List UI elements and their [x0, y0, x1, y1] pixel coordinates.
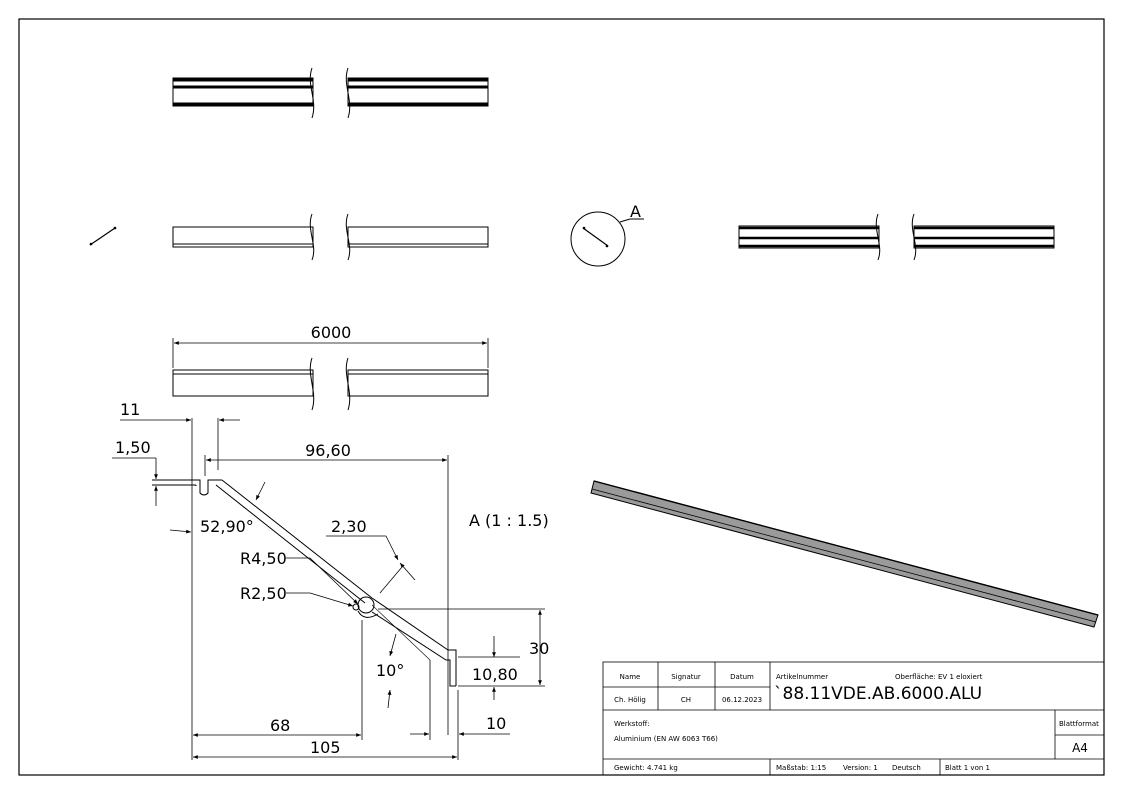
- tb-blatt: Blatt 1 von 1: [945, 764, 990, 772]
- tb-datum-label: Datum: [730, 673, 754, 681]
- dim-105: 105: [310, 738, 341, 757]
- detail-title: A (1 : 1.5): [469, 511, 549, 530]
- dim-30: 30: [529, 639, 549, 658]
- right-side-view: [738, 213, 1055, 261]
- tb-artikel-value: `88.11VDE.AB.6000.ALU: [774, 684, 982, 704]
- side-section-small: [89, 226, 117, 246]
- dim-1-50: 1,50: [115, 438, 151, 457]
- bottom-view: [172, 338, 489, 411]
- cross-section-profile: [152, 479, 457, 687]
- dim-96-60: 96,60: [305, 441, 351, 460]
- tb-datum-value: 06.12.2023: [722, 696, 762, 704]
- tb-blattformat-value: A4: [1072, 741, 1088, 755]
- front-view: [172, 213, 489, 261]
- tb-artikel-label: Artikelnummer: [776, 673, 828, 681]
- dim-68: 68: [270, 716, 290, 735]
- tb-blattformat-label: Blattformat: [1059, 720, 1099, 728]
- tb-werkstoff-label: Werkstoff:: [614, 720, 650, 728]
- tb-signatur-label: Signatur: [671, 673, 701, 681]
- sheet-border: [18, 18, 1105, 776]
- tb-gewicht: Gewicht: 4.741 kg: [614, 764, 678, 772]
- isometric-view: [590, 480, 1099, 628]
- dim-10-80: 10,80: [472, 665, 518, 684]
- tb-name-label: Name: [620, 673, 641, 681]
- dim-r2-50: R2,50: [240, 584, 287, 603]
- tb-name-value: Ch. Hölig: [614, 696, 646, 704]
- dim-length-6000: 6000: [311, 323, 352, 342]
- detail-circle-a: [570, 211, 644, 267]
- tb-signatur-value: CH: [681, 696, 691, 704]
- tb-werkstoff-value: Aluminium (EN AW 6063 T66): [614, 735, 718, 743]
- top-view: [172, 67, 489, 119]
- dim-2-30: 2,30: [331, 517, 367, 536]
- tb-sprache: Deutsch: [892, 764, 921, 772]
- dim-r4-50: R4,50: [240, 549, 287, 568]
- tb-oberflaeche: Oberfläche: EV 1 eloxiert: [895, 673, 983, 681]
- tb-version: Version: 1: [843, 764, 878, 772]
- dim-angle-52-90: 52,90°: [200, 517, 254, 536]
- section-dimensions: [112, 418, 545, 760]
- tb-massstab: Maßstab: 1:15: [776, 764, 826, 772]
- dim-11: 11: [120, 400, 140, 419]
- dim-angle-10: 10°: [376, 661, 404, 680]
- title-block-frame: [602, 661, 1105, 776]
- detail-label-a: A: [630, 202, 641, 221]
- dim-10: 10: [486, 714, 506, 733]
